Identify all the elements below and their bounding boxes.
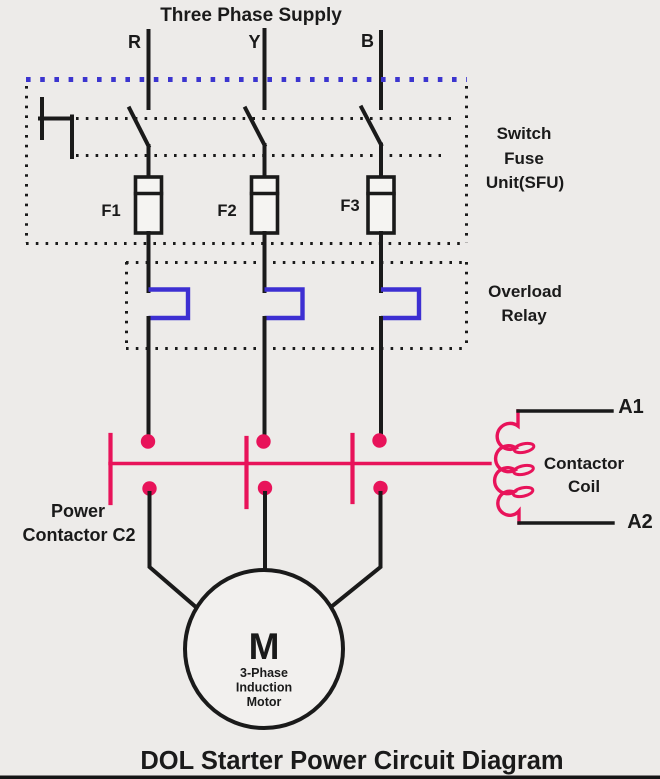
motor-type-line3: Motor — [247, 695, 282, 709]
contact-dot-bottom-r — [142, 481, 157, 496]
overload-label: Overload Relay — [488, 282, 562, 325]
sfu-label: Switch Fuse Unit(SFU) — [486, 124, 564, 192]
footer-bar — [0, 775, 660, 779]
overload-label-line1: Overload — [488, 282, 562, 301]
motor-symbol-label: M — [249, 626, 280, 667]
switch-blades — [126, 104, 384, 149]
power-contactor — [108, 432, 492, 510]
supply-title-label: Three Phase Supply — [160, 5, 342, 26]
coil-label: Contactor Coil — [544, 454, 625, 496]
phase-label-r: R — [128, 32, 141, 52]
contact-dot-top-r — [140, 434, 156, 449]
contactor-coil-icon — [492, 409, 536, 525]
motor-circle — [183, 568, 345, 730]
overload-box — [125, 261, 468, 350]
overload-heater-y — [264, 287, 305, 321]
sfu-label-line3: Unit(SFU) — [486, 173, 564, 192]
contact-dot-bottom-b — [373, 480, 388, 496]
contact-dot-top-y — [256, 434, 271, 449]
switch-blade-r — [126, 105, 152, 149]
motor-lead-r — [147, 491, 200, 611]
sfu-box — [25, 77, 468, 245]
switch-blade-b — [358, 104, 384, 148]
terminal-label-a1: A1 — [618, 396, 644, 418]
sfu-label-line1: Switch — [497, 124, 552, 143]
fuse-f1 — [133, 175, 164, 235]
fuse-f3 — [366, 175, 396, 235]
motor-type-line1: 3-Phase — [240, 666, 288, 680]
contact-dot-top-b — [372, 433, 387, 448]
sfu-label-line2: Fuse — [504, 149, 544, 168]
phase-label-b: B — [361, 31, 374, 51]
terminal-label-a2: A2 — [627, 511, 653, 533]
switch-handle-icon — [38, 97, 74, 159]
coil-label-line2: Coil — [568, 477, 600, 496]
motor-type-line2: Induction — [236, 681, 292, 695]
switch-blade-y — [242, 105, 268, 148]
overload-heater-r — [148, 287, 191, 321]
fuse-label-f1: F1 — [101, 202, 120, 220]
power-contactor-label: Power Contactor C2 — [22, 501, 135, 545]
overload-label-line2: Relay — [501, 306, 547, 325]
power-contactor-label-line1: Power — [51, 501, 105, 521]
power-contactor-label-line2: Contactor C2 — [22, 525, 135, 545]
fuse-label-f3: F3 — [340, 197, 359, 215]
phase-feed-lines — [146, 28, 383, 110]
fuse-label-f2: F2 — [217, 202, 236, 220]
contact-dot-bottom-y — [257, 480, 273, 496]
motor-lead-b — [328, 491, 383, 610]
diagram-title: DOL Starter Power Circuit Diagram — [140, 747, 563, 775]
motor-type-label: 3-Phase Induction Motor — [236, 666, 292, 709]
phase-label-y: Y — [248, 32, 260, 52]
overload-heater-b — [381, 287, 422, 321]
coil-label-line1: Contactor — [544, 454, 625, 473]
fuse-f2 — [249, 175, 280, 235]
